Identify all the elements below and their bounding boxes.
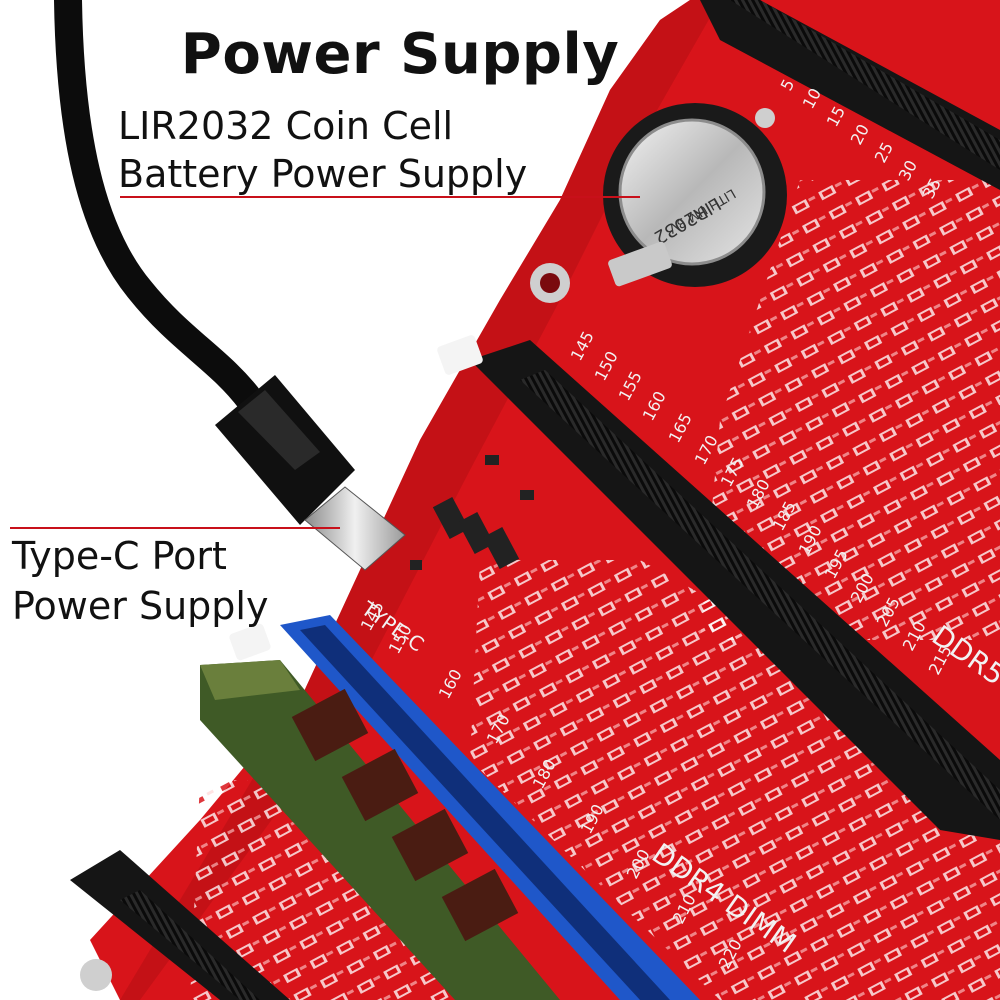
ram-chip-3 bbox=[391, 808, 469, 882]
ddr5-latch bbox=[437, 335, 483, 375]
smd-chip-2 bbox=[457, 511, 495, 555]
smd-chip-5 bbox=[520, 490, 534, 500]
smd-chip-6 bbox=[410, 560, 422, 570]
coin-cell-callout-line1: LIR2032 Coin Cell bbox=[118, 104, 454, 148]
type-c-callout-line1: Type-C Port bbox=[12, 534, 227, 578]
led-field-bottom bbox=[190, 780, 470, 1000]
ddr5-slot-pins bbox=[520, 370, 1000, 820]
mount-hole-2 bbox=[755, 108, 775, 128]
ddr5-slot bbox=[470, 340, 1000, 840]
led-field-upper bbox=[700, 180, 1000, 640]
usb-cable bbox=[54, 0, 264, 414]
ddr4-slot-inner bbox=[300, 625, 670, 1000]
ddr-slot-bottom bbox=[70, 850, 290, 1000]
type-c-callout-line2: Power Supply bbox=[12, 584, 269, 628]
battery-clip bbox=[608, 241, 672, 287]
smd-chip-1 bbox=[432, 496, 470, 540]
led-field-lower bbox=[470, 560, 1000, 1000]
coin-cell-battery bbox=[618, 118, 766, 266]
ddr-slot-top bbox=[700, 0, 1000, 190]
ddr4-latch bbox=[229, 623, 271, 661]
mount-hole-3 bbox=[80, 959, 112, 991]
type-c-connector bbox=[304, 486, 406, 571]
ddr-slot-top-pins bbox=[730, 0, 1000, 170]
ram-module-edge bbox=[200, 660, 300, 700]
coin-cell-callout-line2: Battery Power Supply bbox=[118, 152, 528, 196]
ram-chip-1 bbox=[291, 688, 369, 762]
page-title: Power Supply bbox=[180, 22, 620, 87]
smd-chip-3 bbox=[482, 526, 520, 570]
ram-chip-2 bbox=[341, 748, 419, 822]
smd-chip-4 bbox=[485, 455, 499, 465]
usb-plug-highlight bbox=[238, 390, 320, 470]
mount-hole-1-center bbox=[540, 273, 560, 293]
ram-chip-4 bbox=[441, 868, 519, 942]
ddr-slot-bottom-pins bbox=[120, 890, 260, 1000]
